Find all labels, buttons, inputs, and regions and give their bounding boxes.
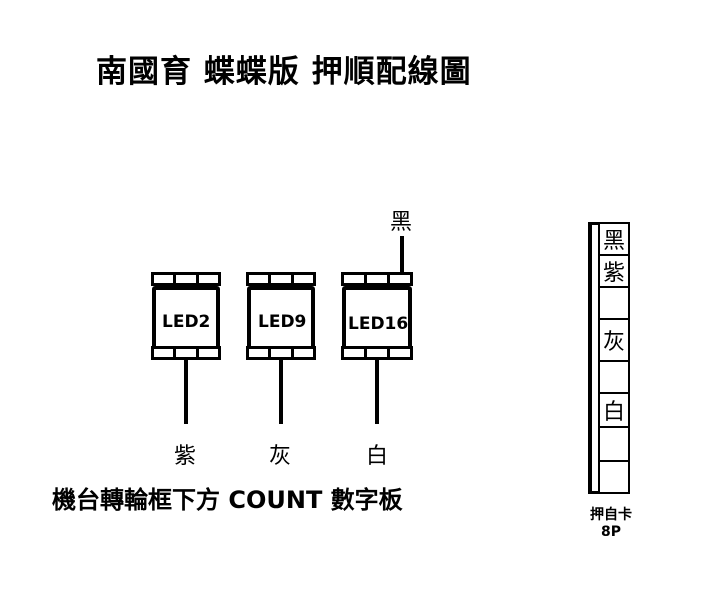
- connector-pin: 紫: [600, 256, 628, 288]
- connector-pin: [600, 362, 628, 394]
- top-wire-label: 黑: [390, 210, 413, 235]
- connector-pin: 灰: [600, 320, 628, 362]
- led16-top-pins: [341, 272, 413, 286]
- led2-label: LED2: [162, 312, 211, 332]
- led16-wire-label: 白: [366, 444, 389, 469]
- led9-top-pins: [246, 272, 316, 286]
- connector-body: 黑 紫 灰 白: [598, 222, 630, 494]
- led2-top-pins: [151, 272, 221, 286]
- led9-bottom-pins: [246, 346, 316, 360]
- connector-label-line2: 8P: [600, 524, 621, 540]
- led9-label: LED9: [258, 312, 307, 332]
- connector-pin: 白: [600, 394, 628, 428]
- connector-bracket: [588, 222, 598, 494]
- led16-bottom-pins: [341, 346, 413, 360]
- led9-wire-label: 灰: [269, 444, 292, 469]
- connector-8p: 黑 紫 灰 白: [588, 222, 632, 494]
- connector-label-line1: 押自卡: [590, 507, 632, 523]
- connector-pin: [600, 288, 628, 320]
- led16-label: LED16: [348, 314, 409, 334]
- led2-wire-label: 紫: [174, 444, 197, 469]
- connector-pin: 黑: [600, 224, 628, 256]
- diagram-title: 南國育 蝶蝶版 押順配線圖: [96, 54, 472, 90]
- caption: 機台轉輪框下方 COUNT 數字板: [52, 486, 403, 514]
- connector-label: 押自卡 8P: [590, 507, 632, 541]
- led2-bottom-pins: [151, 346, 221, 360]
- led9-component: [247, 286, 315, 350]
- connector-pin: [600, 428, 628, 462]
- connector-pin: [600, 462, 628, 492]
